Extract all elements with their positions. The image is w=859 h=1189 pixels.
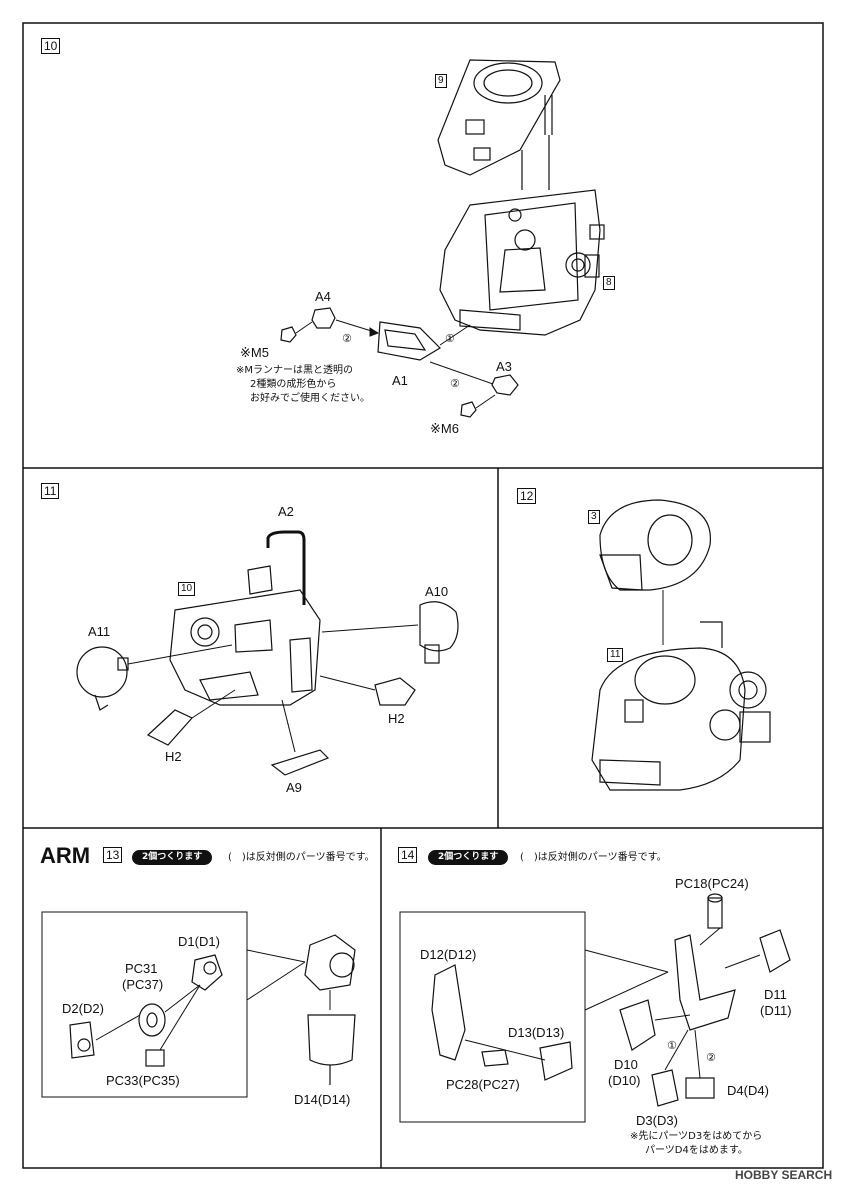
part-label-d10-mirror: (D10) — [608, 1073, 641, 1088]
make-two-badge: 2個つくります — [132, 850, 213, 865]
mirror-parts-note: ( )は反対側のパーツ番号です。 — [228, 852, 375, 863]
order-marker: ② — [706, 1051, 716, 1064]
detail-frame — [41, 911, 248, 1098]
part-label-a10: A10 — [425, 584, 449, 599]
part-d14 — [307, 1014, 356, 1085]
part-h2-right — [374, 677, 416, 706]
part-label-a3: A3 — [496, 359, 512, 374]
part-label-pc18: PC18(PC24) — [675, 876, 749, 891]
part-pc18 — [707, 893, 723, 929]
part-a3 — [491, 374, 519, 396]
part-label-h2: H2 — [165, 749, 182, 764]
part-label-a1: A1 — [392, 373, 408, 388]
part-label-d13: D13(D13) — [508, 1025, 565, 1040]
arm-title: ARM — [40, 843, 91, 868]
canopy-part-9 — [437, 59, 561, 176]
part-label-m5: ※M5 — [240, 345, 269, 360]
part-d1 — [191, 954, 223, 991]
part-label-pc31: PC31 — [125, 961, 158, 976]
sub-step-9: 9 — [435, 74, 447, 88]
order-marker: ② — [342, 332, 352, 345]
part-pc28 — [481, 1049, 509, 1067]
part-m6 — [460, 401, 477, 418]
part-label-h2: H2 — [388, 711, 405, 726]
part-label-a2: A2 — [278, 504, 294, 519]
part-a9 — [270, 749, 330, 776]
part-d2 — [69, 1021, 95, 1059]
order-marker: ② — [450, 377, 460, 390]
part-d12 — [431, 964, 466, 1061]
part-label-d11-mirror: (D11) — [760, 1003, 792, 1018]
part-d11 — [759, 929, 791, 973]
body-assembly-part-10 — [169, 565, 321, 706]
part-label-pc28: PC28(PC27) — [446, 1077, 520, 1092]
part-label-d12: D12(D12) — [420, 947, 477, 962]
step-11-number: 11 — [41, 483, 60, 499]
runner-note-line3: お好みでご使用ください。 — [250, 393, 370, 404]
part-pc33 — [145, 1049, 165, 1067]
step-14-number: 14 — [398, 847, 418, 863]
runner-note-line1: ※Mランナーは黒と透明の — [236, 365, 354, 376]
sub-step-8: 8 — [603, 276, 615, 290]
part-a2 — [266, 530, 306, 605]
step10-arrows — [295, 319, 496, 409]
part-label-d3: D3(D3) — [636, 1113, 678, 1128]
part-d4 — [685, 1077, 715, 1099]
assembly-order-note-line1: ※先にパーツD3をはめてから — [630, 1131, 763, 1142]
part-label-m6: ※M6 — [430, 421, 459, 436]
part-label-a9: A9 — [286, 780, 302, 795]
part-label-pc37: (PC37) — [122, 977, 164, 992]
part-a11 — [76, 646, 129, 711]
part-d3 — [651, 1069, 679, 1107]
arm-assembled-upper — [304, 934, 356, 991]
arm-shell — [674, 934, 736, 1031]
sub-step-10: 10 — [178, 582, 196, 596]
part-a1 — [377, 321, 441, 361]
part-a4 — [311, 307, 336, 329]
outer-frame — [22, 22, 824, 1169]
part-label-d4: D4(D4) — [727, 1083, 769, 1098]
sub-step-3: 3 — [588, 510, 600, 524]
part-d13 — [539, 1041, 573, 1081]
sub-step-11: 11 — [607, 648, 624, 662]
cockpit-body-part-8 — [439, 189, 605, 336]
step-13-number: 13 — [103, 847, 123, 863]
order-marker: ① — [445, 332, 455, 345]
part-a10 — [419, 601, 459, 664]
order-marker: ① — [667, 1039, 677, 1052]
part-label-d14: D14(D14) — [294, 1092, 351, 1107]
head-part-3 — [599, 499, 711, 591]
body-part-11 — [591, 621, 771, 791]
assembly-order-note-line2: パーツD4をはめます。 — [645, 1145, 748, 1156]
part-label-a11: A11 — [88, 624, 111, 639]
part-label-d1: D1(D1) — [178, 934, 220, 949]
part-d10 — [619, 999, 656, 1051]
runner-note-line2: 2種類の成形色から — [250, 379, 337, 390]
part-label-d2: D2(D2) — [62, 1001, 104, 1016]
mirror-parts-note: ( )は反対側のパーツ番号です。 — [520, 852, 667, 863]
part-h2-left — [146, 709, 193, 746]
detail-frame — [399, 911, 586, 1123]
part-pc31 — [138, 1003, 166, 1037]
watermark: HOBBY SEARCH — [735, 1168, 833, 1182]
part-m5 — [280, 326, 297, 343]
part-label-pc33: PC33(PC35) — [106, 1073, 180, 1088]
step-12-number: 12 — [517, 488, 537, 504]
make-two-badge: 2個つくります — [428, 850, 509, 865]
step-10-number: 10 — [41, 38, 61, 54]
step11-arrows — [127, 624, 419, 753]
part-label-d11: D11 — [764, 987, 787, 1002]
part-label-a4: A4 — [315, 289, 331, 304]
part-label-d10: D10 — [614, 1057, 638, 1072]
